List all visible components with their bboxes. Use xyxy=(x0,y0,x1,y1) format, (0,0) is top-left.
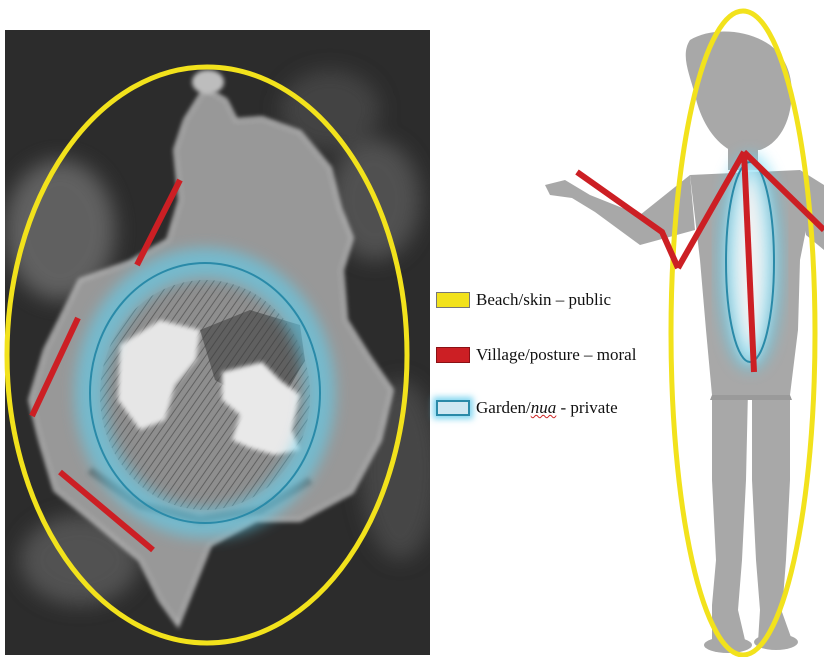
legend-label-beach: Beach/skin – public xyxy=(476,290,611,310)
legend-swatch-blue xyxy=(436,400,470,416)
legend-label-garden: Garden/nua - private xyxy=(476,398,618,418)
legend-item-village: Village/posture – moral xyxy=(436,343,636,367)
legend-label-village: Village/posture – moral xyxy=(476,345,636,365)
legend-item-garden: Garden/nua - private xyxy=(436,396,618,420)
legend-swatch-yellow xyxy=(436,292,470,308)
legend-swatch-red xyxy=(436,347,470,363)
legend-item-beach: Beach/skin – public xyxy=(436,288,611,312)
